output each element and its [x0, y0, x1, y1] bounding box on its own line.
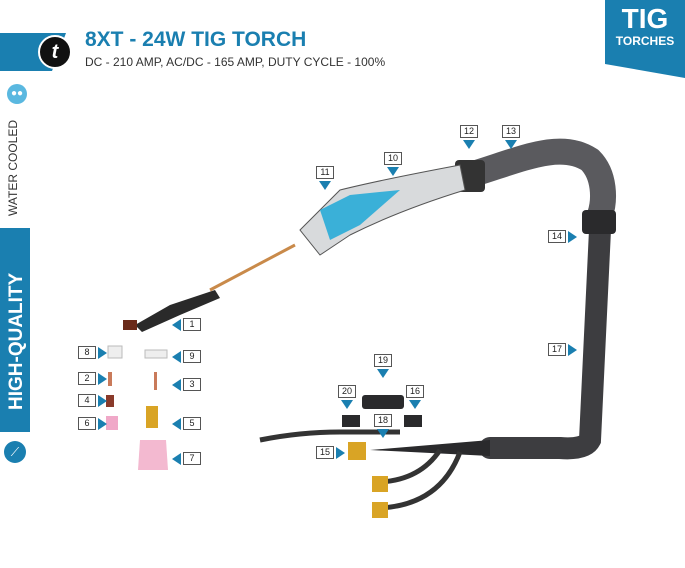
torch-neck [209, 243, 296, 292]
pointer-icon [377, 369, 389, 378]
part-number: 19 [374, 354, 392, 367]
part-number: 2 [78, 372, 96, 385]
hose-lines [379, 448, 463, 511]
callout-19: 19 [374, 354, 392, 378]
callout-2: 2 [78, 372, 107, 385]
category-line1: TIG [621, 3, 669, 34]
fitting-15 [348, 442, 366, 460]
brand-logo: t [38, 35, 72, 69]
water-drops-icon: ●● [7, 84, 27, 104]
pointer-icon [98, 372, 107, 385]
part-number: 8 [78, 346, 96, 359]
callout-18: 18 [374, 414, 392, 438]
part-3 [154, 372, 157, 390]
pointer-icon [172, 452, 181, 465]
part-8 [107, 345, 123, 359]
category-badge: TIG TORCHES [605, 0, 685, 78]
part-number: 7 [183, 452, 201, 465]
pointer-icon [98, 417, 107, 430]
pointer-icon [172, 350, 181, 363]
callout-13: 13 [502, 125, 520, 149]
part-number: 12 [460, 125, 478, 138]
tig-torch-icon: ⟋ [4, 441, 26, 463]
pointer-icon [341, 400, 353, 409]
pointer-icon [98, 346, 107, 359]
callout-12: 12 [460, 125, 478, 149]
callout-16: 16 [406, 385, 424, 409]
part-number: 3 [183, 378, 201, 391]
part-number: 6 [78, 417, 96, 430]
part-number: 11 [316, 166, 334, 179]
connector-19 [362, 395, 404, 409]
pointer-icon [336, 446, 345, 459]
torch-head [135, 290, 220, 332]
callout-8: 8 [78, 346, 107, 359]
pointer-icon [319, 181, 331, 190]
fitting-a [372, 476, 388, 492]
part-2 [108, 372, 112, 386]
callout-9: 9 [172, 350, 201, 363]
cable-coupler [582, 210, 616, 234]
callout-10: 10 [384, 152, 402, 176]
part-number: 16 [406, 385, 424, 398]
callout-20: 20 [338, 385, 356, 409]
callout-1: 1 [172, 318, 201, 331]
part-4 [106, 395, 114, 407]
quality-banner [0, 228, 30, 432]
callout-3: 3 [172, 378, 201, 391]
pointer-icon [409, 400, 421, 409]
part-number: 17 [548, 343, 566, 356]
pointer-icon [172, 318, 181, 331]
pointer-icon [98, 394, 107, 407]
part-number: 14 [548, 230, 566, 243]
part-number: 5 [183, 417, 201, 430]
part-number: 10 [384, 152, 402, 165]
pointer-icon [172, 417, 181, 430]
fitting-b [372, 502, 388, 518]
part-5 [146, 406, 158, 428]
torch-cable [459, 140, 614, 460]
connector-16 [404, 415, 422, 427]
page-subtitle: DC - 210 AMP, AC/DC - 165 AMP, DUTY CYCL… [85, 55, 386, 69]
pointer-icon [568, 230, 577, 243]
pointer-icon [568, 343, 577, 356]
callout-7: 7 [172, 452, 201, 465]
power-cable [259, 429, 400, 443]
torch-nozzle [123, 320, 137, 330]
part-number: 18 [374, 414, 392, 427]
pointer-icon [377, 429, 389, 438]
callout-14: 14 [548, 230, 577, 243]
connector-20 [342, 415, 360, 427]
pointer-icon [463, 140, 475, 149]
category-line2: TORCHES [615, 34, 675, 48]
part-6 [106, 416, 118, 430]
part-number: 13 [502, 125, 520, 138]
callout-15: 15 [316, 446, 345, 459]
callout-6: 6 [78, 417, 107, 430]
pointer-icon [505, 140, 517, 149]
part-number: 20 [338, 385, 356, 398]
callout-4: 4 [78, 394, 107, 407]
callout-5: 5 [172, 417, 201, 430]
part-number: 9 [183, 350, 201, 363]
cable-splitter [370, 440, 490, 456]
pointer-icon [172, 378, 181, 391]
part-number: 1 [183, 318, 201, 331]
pointer-icon [387, 167, 399, 176]
part-number: 4 [78, 394, 96, 407]
handle-grip [320, 190, 400, 240]
part-number: 15 [316, 446, 334, 459]
part-9 [144, 349, 168, 359]
callout-11: 11 [316, 166, 334, 190]
part-7 [138, 440, 168, 470]
page-title: 8XT - 24W TIG TORCH [85, 28, 307, 51]
cable-sleeve [466, 138, 616, 220]
callout-17: 17 [548, 343, 577, 356]
